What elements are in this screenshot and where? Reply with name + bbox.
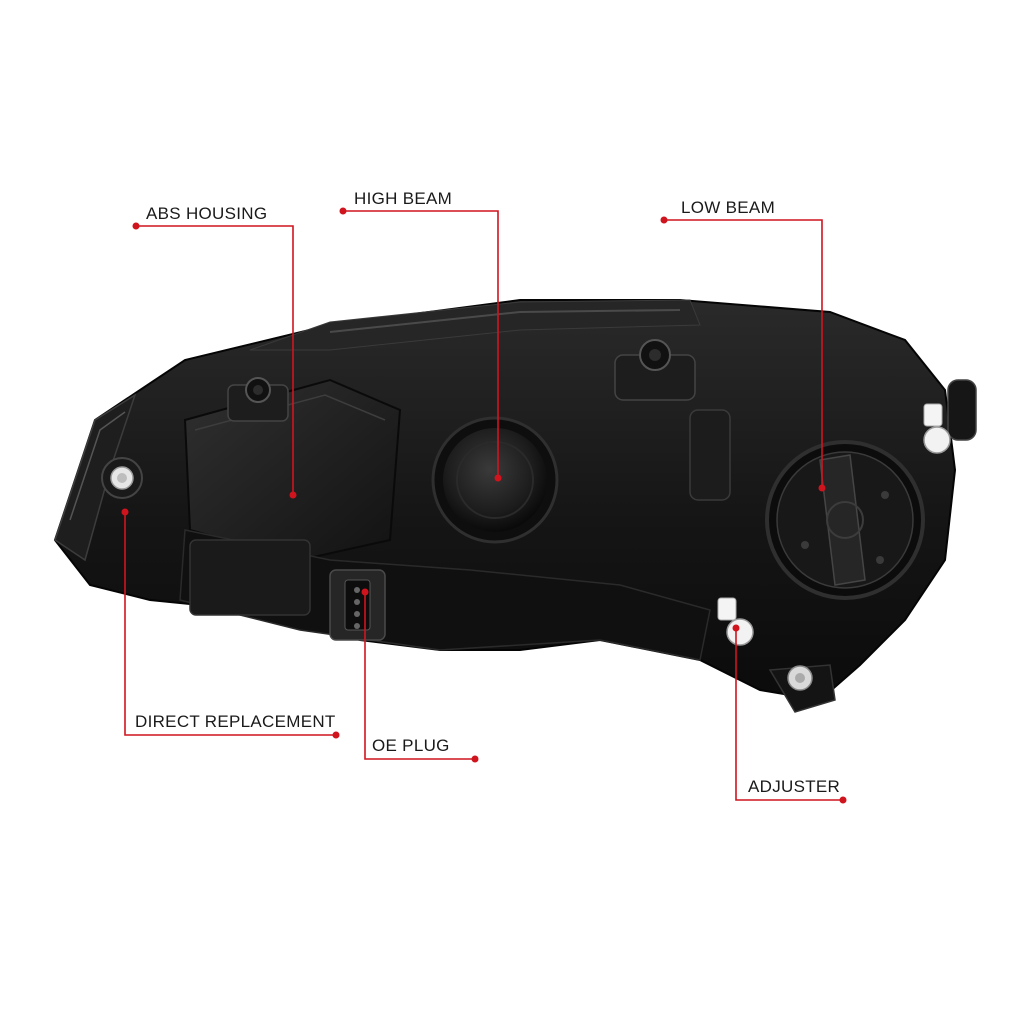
leader-abs-housing	[136, 225, 294, 495]
dot-oe-plug-end	[471, 755, 479, 763]
dot-low-beam-end	[818, 484, 826, 492]
mount-tab-left	[227, 377, 289, 422]
oe-plug-connector	[329, 569, 386, 641]
dot-abs-housing-start	[132, 222, 140, 230]
dot-low-beam-start	[660, 216, 668, 224]
leader-adjuster	[735, 628, 843, 801]
dot-high-beam-start	[339, 207, 347, 215]
callout-label-low-beam: LOW BEAM	[681, 198, 776, 217]
dot-direct-replacement-end	[332, 731, 340, 739]
leader-high-beam	[343, 210, 499, 478]
callout-label-oe-plug: OE PLUG	[372, 736, 450, 755]
lens-flange-left	[54, 393, 137, 562]
leader-low-beam	[664, 219, 823, 488]
mount-tab-center	[614, 339, 696, 401]
dot-oe-plug-start	[361, 588, 369, 596]
adjuster-gear-top	[923, 403, 951, 454]
leader-oe-plug	[364, 592, 475, 760]
dot-high-beam-end	[494, 474, 502, 482]
dot-adjuster-end	[839, 796, 847, 804]
low-beam-dust-cap	[765, 440, 925, 600]
leader-direct-replacement	[124, 512, 336, 736]
mount-ear-bottom	[768, 664, 836, 713]
callout-label-direct-replacement: DIRECT REPLACEMENT	[135, 712, 336, 731]
callout-dots	[121, 207, 847, 804]
adjuster-gear-bottom	[717, 597, 754, 646]
high-beam-dust-cap	[431, 416, 559, 544]
callout-label-abs-housing: ABS HOUSING	[146, 204, 268, 223]
callout-leaders	[124, 210, 843, 801]
mount-tab-right	[947, 379, 977, 441]
lower-trough	[179, 529, 711, 661]
lower-block	[189, 539, 311, 616]
callout-label-high-beam: HIGH BEAM	[354, 189, 453, 208]
dot-adjuster-start	[732, 624, 740, 632]
dot-direct-replacement-start	[121, 508, 129, 516]
dot-abs-housing-end	[289, 491, 297, 499]
callout-label-adjuster: ADJUSTER	[748, 777, 841, 796]
side-post	[689, 409, 731, 501]
direct-replacement-bushing	[101, 457, 143, 499]
housing-top-ridge	[249, 299, 701, 351]
